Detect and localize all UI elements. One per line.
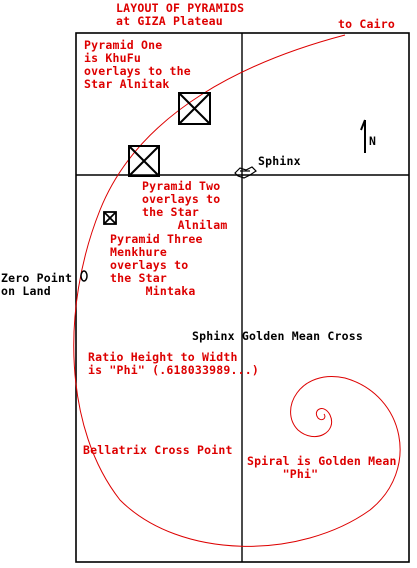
ratio-label: Ratio Height to Width is "Phi" (.6180339… [88, 350, 259, 377]
golden-mean-cross-label: Sphinx Golden Mean Cross [192, 329, 363, 343]
golden-spiral [73, 34, 401, 547]
pyramid-one-marker [178, 92, 211, 125]
bellatrix-label: Bellatrix Cross Point [83, 443, 233, 457]
north-arrow-icon [360, 119, 366, 153]
diagram-title: LAYOUT OF PYRAMIDS at GIZA Plateau [116, 1, 245, 28]
zero-point-label: Zero Point on Land [1, 271, 73, 298]
sphinx-label: Sphinx [258, 154, 301, 168]
pyramid-three-label: Pyramid Three Menkhure overlays to the S… [110, 232, 203, 298]
sphinx-marker [234, 166, 257, 179]
north-label: N [369, 134, 377, 148]
pyramid-three-marker [103, 211, 117, 225]
pyramid-one-label: Pyramid One is KhuFu overlays to the Sta… [84, 38, 191, 91]
pyramid-two-label: Pyramid Two overlays to the Star Alnilam [142, 179, 228, 232]
pyramid-two-marker [128, 145, 160, 177]
spiral-label: Spiral is Golden Mean "Phi" [247, 454, 397, 481]
to-cairo-label: to Cairo [338, 17, 395, 31]
zero-point-marker [80, 270, 88, 282]
